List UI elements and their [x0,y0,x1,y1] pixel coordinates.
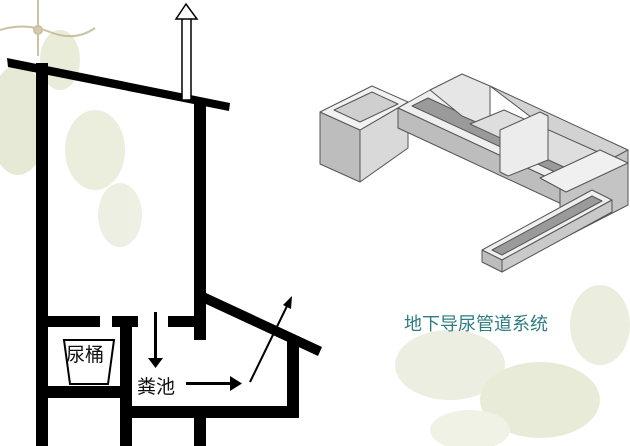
vent-up-arrow-icon [174,2,199,20]
lower-floor-left [36,386,132,398]
back-room-wall [429,73,491,129]
lean-to-wall [287,336,299,418]
foundation-post [194,418,206,446]
back-room-partition [499,111,549,177]
left-block-cavity [333,91,399,123]
urine-bucket-label: 尿桶 [66,344,104,366]
lean-to-roof [206,293,322,356]
front-pipe-channel [491,195,603,256]
right-arrow-icon [186,376,242,391]
building-cross-section [7,58,322,446]
bucket-partition [120,316,132,446]
bucket-icon [62,339,116,385]
roof [7,58,230,111]
foliage-decoration [0,30,630,446]
cesspit-label: 粪池 [137,376,175,398]
left-wall [36,63,48,446]
pipe-system-caption: 地下导尿管道系统 [404,314,548,335]
right-block-top [539,149,629,193]
right-wall [194,100,206,340]
front-pipe-side [501,199,613,273]
urine-bucket: 尿桶 [62,339,116,385]
outflow-diagonal-arrow-icon [249,296,292,383]
vine-ornament [0,0,96,56]
vent-pipe [174,2,199,101]
floor-slab-left [36,316,100,327]
cesspit-bottom [126,406,298,418]
pipe-system-3d-model [319,73,629,273]
floor-slab-right [168,316,206,327]
down-arrow-icon [148,312,163,368]
